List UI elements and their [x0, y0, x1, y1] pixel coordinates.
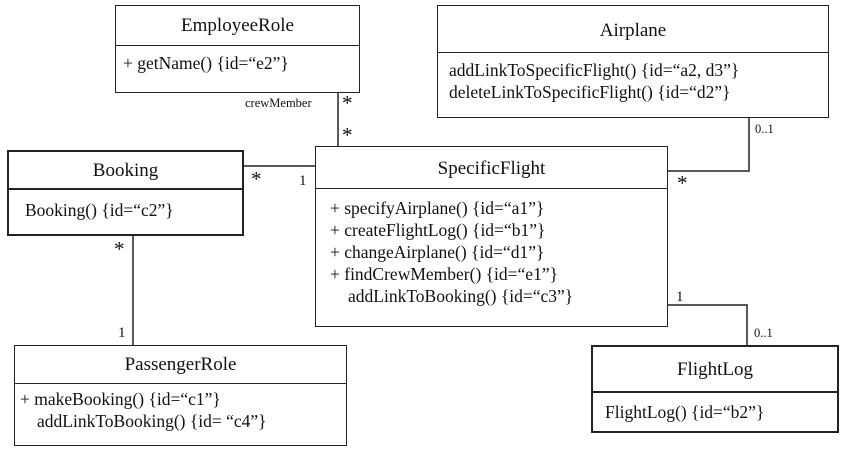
- multiplicity-airplane-end: 0..1: [755, 122, 774, 136]
- multiplicity-flight-crew-end: *: [342, 123, 353, 147]
- multiplicity-log-end: 0..1: [754, 326, 773, 340]
- multiplicity-employee-end: *: [342, 91, 353, 115]
- multiplicity-booking-passenger-end: *: [114, 237, 125, 261]
- multiplicity-passenger-end: 1: [118, 325, 126, 341]
- operation: + specifyAirplane() {id=“a1”}: [330, 198, 545, 218]
- multiplicity-flight-log-flight-end: 1: [676, 289, 684, 305]
- operation: + getName() {id=“e2”}: [123, 53, 289, 73]
- flight-log-association-line: [667, 304, 748, 345]
- multiplicity-booking-flight-end: *: [251, 167, 262, 191]
- operation: addLinkToBooking() {id= “c4”}: [37, 411, 267, 431]
- class-flight-log[interactable]: FlightLog FlightLog() {id=“b2”}: [591, 345, 839, 433]
- operations: Booking() {id=“c2”}: [9, 190, 242, 221]
- class-employee-role[interactable]: EmployeeRole + getName() {id=“e2”}: [115, 5, 360, 93]
- operation: FlightLog() {id=“b2”}: [605, 402, 765, 422]
- class-name: Booking: [9, 152, 242, 190]
- class-name: PassengerRole: [15, 346, 346, 384]
- class-name: Airplane: [438, 6, 828, 53]
- operation: Booking() {id=“c2”}: [25, 200, 174, 220]
- operations: + specifyAirplane() {id=“a1”} + createFl…: [316, 189, 667, 307]
- multiplicity-flight-booking-end: 1: [299, 173, 307, 189]
- operations: FlightLog() {id=“b2”}: [593, 393, 837, 423]
- operation: addLinkToBooking() {id=“c3”}: [348, 286, 574, 306]
- operations: + getName() {id=“e2”}: [116, 46, 359, 74]
- class-name: SpecificFlight: [316, 147, 667, 189]
- airplane-flight-association-line: [667, 118, 750, 172]
- role-name-crew-member: crewMember: [245, 96, 312, 110]
- class-name: EmployeeRole: [116, 6, 359, 46]
- multiplicity-flight-airplane-end: *: [677, 171, 688, 195]
- operation: + changeAirplane() {id=“d1”}: [330, 242, 545, 262]
- class-passenger-role[interactable]: PassengerRole + makeBooking() {id=“c1”} …: [14, 345, 347, 446]
- operation: + makeBooking() {id=“c1”}: [20, 389, 221, 409]
- class-airplane[interactable]: Airplane addLinkToSpecificFlight() {id=“…: [437, 5, 829, 118]
- class-specific-flight[interactable]: SpecificFlight + specifyAirplane() {id=“…: [315, 146, 668, 327]
- class-name: FlightLog: [593, 347, 837, 393]
- operations: + makeBooking() {id=“c1”} addLinkToBooki…: [15, 384, 346, 432]
- operation: + findCrewMember() {id=“e1”}: [330, 264, 558, 284]
- class-booking[interactable]: Booking Booking() {id=“c2”}: [7, 150, 244, 236]
- operations: addLinkToSpecificFlight() {id=“a2, d3”} …: [438, 53, 828, 103]
- operation: deleteLinkToSpecificFlight() {id=“d2”}: [449, 82, 731, 102]
- operation: + createFlightLog() {id=“b1”}: [330, 220, 546, 240]
- operation: addLinkToSpecificFlight() {id=“a2, d3”}: [449, 60, 740, 80]
